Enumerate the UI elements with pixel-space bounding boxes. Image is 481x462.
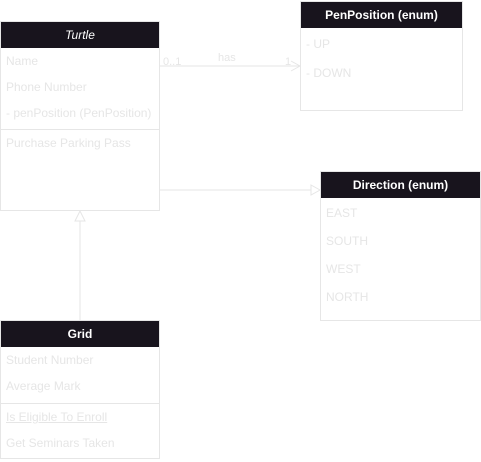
class-turtle-title: Turtle: [1, 22, 159, 48]
class-penposition-title: PenPosition (enum): [301, 2, 462, 28]
class-grid-title: Grid: [1, 321, 159, 347]
class-turtle[interactable]: Turtle Name Phone Number - penPosition (…: [0, 21, 160, 211]
source-multiplicity-label: 0..1: [163, 56, 181, 68]
class-grid-operations: Is Eligible To Enroll Get Seminars Taken: [1, 403, 159, 456]
class-grid[interactable]: Grid Student Number Average Mark Is Elig…: [0, 320, 160, 459]
attribute-average-mark: Average Mark: [6, 379, 81, 393]
association-label-has: has: [218, 52, 236, 64]
generalization-arrowhead: [74, 209, 86, 222]
enum-value-north: NORTH: [326, 290, 369, 304]
class-direction-values: EAST SOUTH WEST NORTH: [321, 198, 480, 311]
class-direction-title: Direction (enum): [321, 172, 480, 198]
attribute-student-number: Student Number: [6, 353, 94, 367]
enum-value-east: EAST: [326, 206, 358, 220]
class-turtle-attributes: Name Phone Number - penPosition (PenPosi…: [1, 48, 159, 129]
class-grid-attributes: Student Number Average Mark: [1, 347, 159, 403]
class-penposition-values: - UP - DOWN: [301, 28, 462, 88]
class-direction-enum[interactable]: Direction (enum) EAST SOUTH WEST NORTH: [320, 171, 481, 321]
enum-value-south: SOUTH: [326, 234, 368, 248]
enum-value-up: - UP: [306, 37, 330, 51]
operation-get-seminars-taken: Get Seminars Taken: [6, 436, 115, 450]
enum-value-down: - DOWN: [306, 66, 352, 80]
attribute-name: Name: [6, 54, 39, 68]
class-turtle-operations: Purchase Parking Pass: [1, 129, 159, 156]
operation-is-eligible-to-enroll: Is Eligible To Enroll: [6, 410, 108, 424]
operation-purchase-parking-pass: Purchase Parking Pass: [6, 136, 131, 150]
attribute-pen-position: - penPosition (PenPosition): [6, 106, 152, 120]
enum-value-west: WEST: [326, 262, 361, 276]
attribute-phone-number: Phone Number: [6, 80, 87, 94]
target-multiplicity-label: 1: [285, 56, 291, 68]
class-penposition-enum[interactable]: PenPosition (enum) - UP - DOWN: [300, 1, 463, 111]
association-arrowhead-direction: [310, 184, 322, 196]
